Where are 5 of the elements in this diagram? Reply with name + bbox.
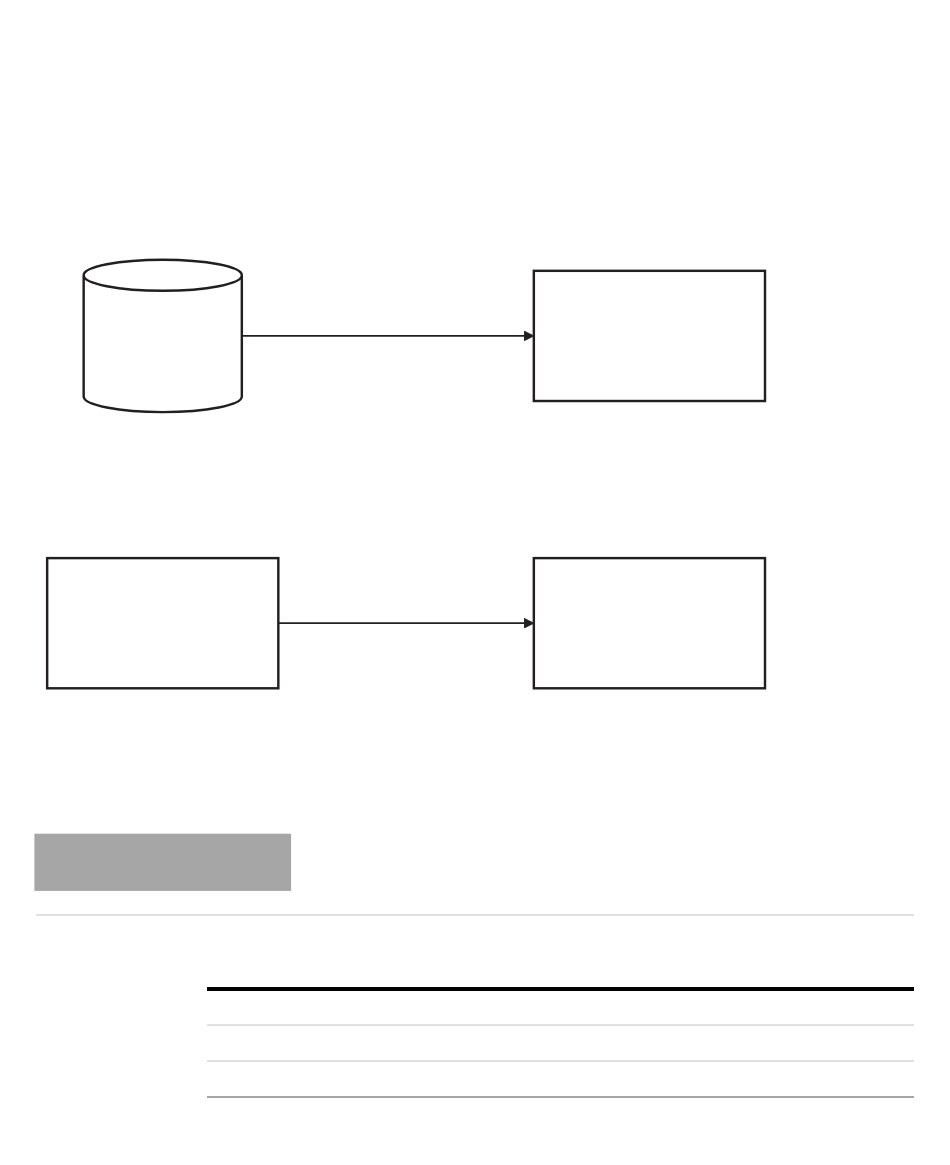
node-bar bbox=[34, 833, 292, 891]
node-box bbox=[532, 269, 767, 403]
node-cylinder bbox=[82, 258, 244, 414]
node-box bbox=[532, 556, 767, 690]
node-box bbox=[45, 556, 280, 690]
